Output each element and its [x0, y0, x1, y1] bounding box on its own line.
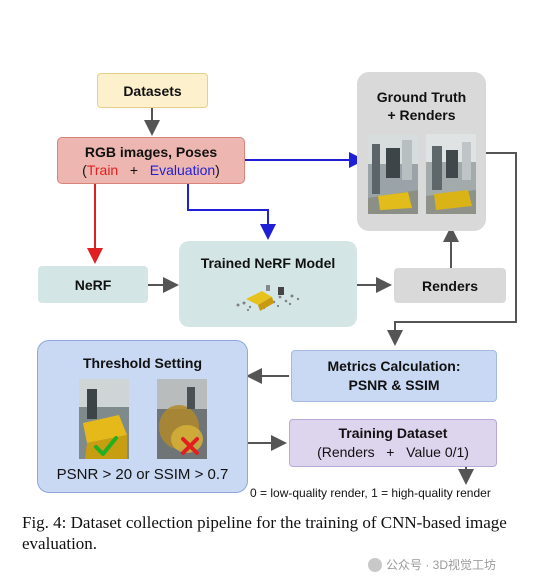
- threshold-setting-box: Threshold Setting: [37, 340, 248, 493]
- train-label: Train: [86, 161, 119, 178]
- ground-truth-image: [367, 134, 418, 214]
- nerf-label: NeRF: [74, 276, 112, 293]
- rgb-poses-box: RGB images, Poses (Train + Evaluation): [57, 137, 245, 184]
- datasets-label: Datasets: [123, 82, 182, 99]
- metrics-subtitle: PSNR & SSIM: [348, 377, 440, 393]
- metrics-title: Metrics Calculation:: [327, 358, 461, 374]
- ground-truth-label: Ground Truth: [376, 89, 467, 105]
- good-render-example: [78, 379, 129, 459]
- metrics-calculation-box: Metrics Calculation: PSNR & SSIM: [291, 350, 497, 402]
- renders-label: Renders: [421, 277, 479, 294]
- training-dataset-box: Training Dataset (Renders + Value 0/1): [289, 419, 497, 467]
- rgb-open-paren: (: [82, 161, 87, 178]
- quality-value-note: 0 = low-quality render, 1 = high-quality…: [250, 486, 491, 500]
- watermark-text: 公众号 · 3D视觉工坊: [386, 558, 497, 572]
- renders-box: Renders: [394, 268, 506, 303]
- point-cloud-thumbnail: [236, 285, 300, 312]
- ground-truth-image-pair: [367, 134, 476, 214]
- figure-caption: Fig. 4: Dataset collection pipeline for …: [22, 513, 507, 553]
- datasets-box: Datasets: [97, 73, 208, 108]
- arrow-ground-truth-to-metrics: [387, 152, 517, 346]
- trained-nerf-model-label: Trained NeRF Model: [200, 255, 336, 271]
- wechat-icon: [368, 557, 382, 572]
- rgb-plus: +: [129, 161, 139, 178]
- evaluation-label: Evaluation: [149, 161, 216, 178]
- trained-nerf-model-box: Trained NeRF Model: [179, 241, 357, 327]
- rgb-poses-subtitle: (Train + Evaluation): [82, 161, 220, 179]
- cross-icon: [180, 437, 199, 455]
- rgb-close-paren: ): [215, 161, 220, 178]
- check-icon: [93, 436, 118, 456]
- rgb-poses-title: RGB images, Poses: [84, 143, 218, 160]
- threshold-rule: PSNR > 20 or SSIM > 0.7: [56, 466, 229, 483]
- watermark: 公众号 · 3D视觉工坊: [368, 556, 496, 573]
- arrow-rgb-to-trained-model: [187, 183, 276, 240]
- renders-sublabel: + Renders: [387, 107, 456, 123]
- training-subtitle: (Renders + Value 0/1): [317, 444, 469, 460]
- bad-render-example: [156, 379, 207, 459]
- render-image: [425, 134, 476, 214]
- good-render-image: [78, 379, 129, 459]
- training-title: Training Dataset: [338, 425, 448, 441]
- ground-truth-renders-box: Ground Truth + Renders: [357, 72, 486, 231]
- nerf-box: NeRF: [38, 266, 148, 303]
- threshold-title: Threshold Setting: [83, 355, 202, 371]
- bad-render-image: [156, 379, 207, 459]
- threshold-example-images: [78, 379, 207, 459]
